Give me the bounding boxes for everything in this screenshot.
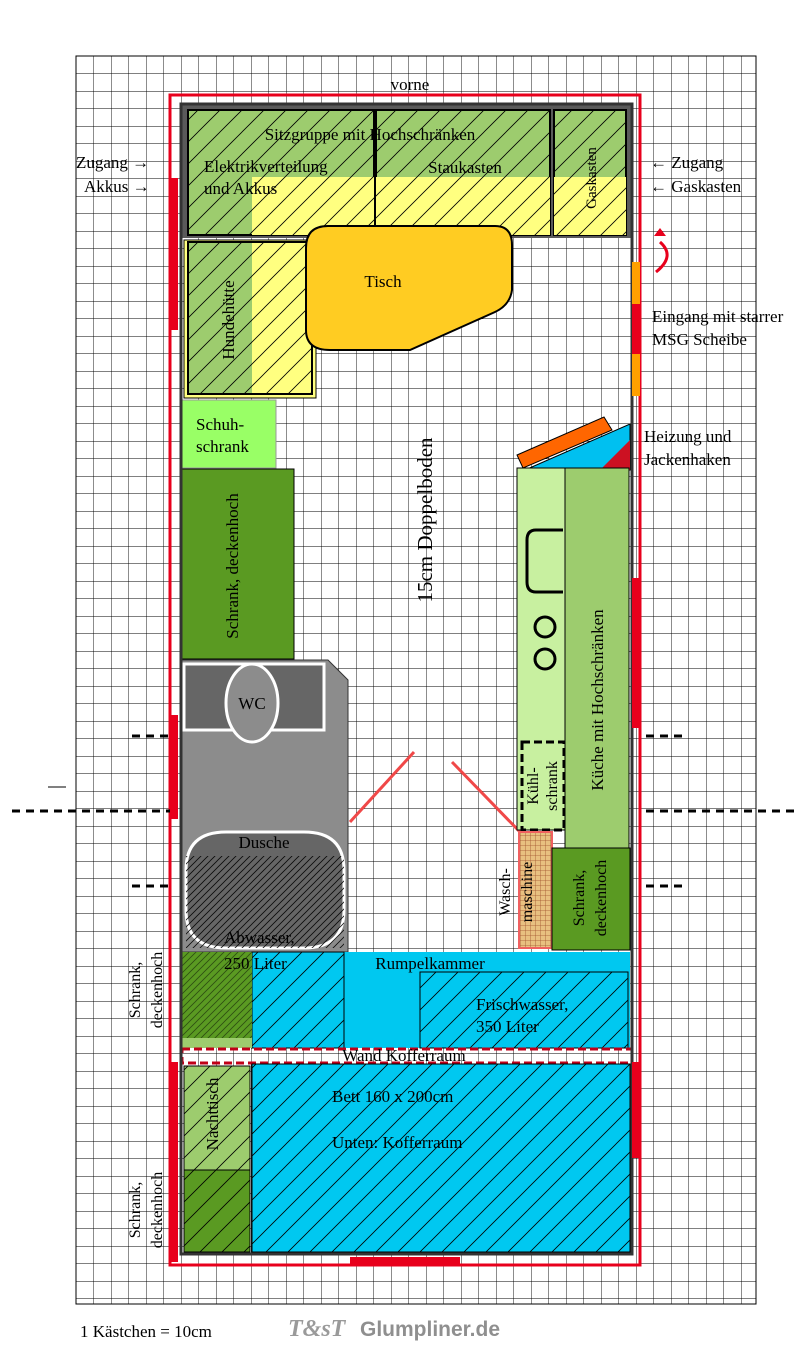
elektrik-hatch (188, 110, 374, 235)
label-abwasser-2: 250 Liter (224, 954, 287, 973)
window-left-1 (170, 178, 178, 330)
label-bett: Bett 160 x 200cm (332, 1087, 453, 1106)
label-schrank-ext-1-b: deckenhoch (149, 952, 166, 1028)
abwasser-tank (251, 951, 345, 1049)
label-zugang-akkus-1: Zugang → (76, 153, 149, 172)
tisch-shape (305, 225, 513, 351)
label-schrank-left: Schrank, deckenhoch (223, 493, 242, 639)
entry-door-3 (632, 354, 640, 396)
label-schrank-ext-2-a: Schrank, (127, 1182, 144, 1238)
label-frischwasser-1: Frischwasser, (476, 995, 568, 1014)
label-tisch: Tisch (364, 272, 402, 291)
label-heizung-1: Heizung und (644, 427, 732, 446)
label-frischwasser-2: 350 Liter (476, 1017, 539, 1036)
label-kuehl-1: Kühl- (525, 767, 542, 804)
label-elektrik-1: Elektrikverteilung (204, 157, 328, 176)
sink-icon (525, 528, 563, 594)
label-vorne: vorne (391, 75, 430, 94)
frischwasser-tank (419, 971, 629, 1049)
schrank-ext-2-hatch (184, 1170, 250, 1252)
label-eingang-1: Eingang mit starrer (652, 307, 784, 326)
staukasten-hatch (376, 110, 550, 235)
door-swing-arrow (655, 240, 669, 274)
entry-door-1 (632, 262, 640, 304)
label-heizung-2: Jackenhaken (644, 450, 731, 469)
waschmaschine-block (518, 831, 553, 949)
schrank-left-block (181, 468, 295, 660)
label-zugang-gas-1: ← Zugang (650, 153, 724, 172)
label-eingang-2: MSG Scheibe (652, 330, 747, 349)
label-staukasten: Staukasten (428, 158, 502, 177)
schuhschrank-block (181, 399, 277, 469)
label-doppelboden: 15cm Doppelboden (413, 437, 437, 603)
heater-orange (516, 416, 613, 469)
label-kueche: Küche mit Hochschränken (588, 609, 607, 791)
label-nachttisch: Nachttisch (203, 1077, 222, 1150)
label-wc: WC (238, 694, 265, 713)
label-schrank-right-2: deckenhoch (593, 860, 610, 936)
wc-bowl (224, 662, 280, 744)
window-left-2 (170, 715, 178, 819)
label-rumpelkammer: Rumpelkammer (375, 954, 485, 973)
label-kuehl-2: schrank (544, 761, 561, 811)
label-zugang-akkus-2: Akkus → (84, 177, 150, 196)
scale-note: 1 Kästchen = 10cm (80, 1322, 212, 1341)
label-schuh-2: schrank (196, 437, 249, 456)
label-abwasser-1: Abwasser, (224, 928, 295, 947)
label-unten: Unten: Kofferraum (332, 1133, 462, 1152)
label-zugang-gas-2: ← Gaskasten (650, 177, 742, 196)
schrank-ext-1-hatch (182, 952, 252, 1038)
bett-hatch (252, 1064, 630, 1252)
label-wand-kofferraum: Wand Kofferraum (342, 1046, 465, 1065)
nachttisch-hatch (184, 1066, 250, 1170)
label-schrank-ext-2-b: deckenhoch (149, 1172, 166, 1248)
stove-burner-2 (533, 647, 557, 671)
strip-green (182, 1038, 252, 1048)
schrank-right-block (551, 847, 631, 951)
entry-door-2 (632, 304, 640, 354)
label-wasch-2: maschine (519, 862, 536, 922)
label-wasch-1: Wasch- (497, 868, 514, 916)
door-swing-arrowhead (654, 228, 666, 236)
label-sitzgruppe: Sitzgruppe mit Hochschränken (265, 125, 476, 144)
label-elektrik-2: und Akkus (204, 179, 277, 198)
abwasser-hatch (186, 856, 344, 948)
window-right-1 (632, 578, 640, 728)
kuehlschrank-dashed (520, 740, 566, 832)
door-line-left (348, 750, 416, 824)
label-hundehuette: Hundehütte (219, 280, 238, 359)
logo-mark: T&sT (288, 1316, 346, 1342)
door-line-right (450, 760, 522, 834)
label-gaskasten: Gaskasten (584, 147, 600, 209)
stove-burner-1 (533, 615, 557, 639)
label-dusche: Dusche (239, 833, 290, 852)
heater-red (602, 440, 630, 470)
window-left-3 (170, 1062, 178, 1262)
hundehuette-hatch (187, 241, 313, 395)
rear-door (350, 1257, 460, 1265)
window-right-2 (632, 1062, 640, 1158)
label-schrank-ext-1-a: Schrank, (127, 962, 144, 1018)
gaskasten-hatch (554, 110, 626, 235)
site-name: Glumpliner.de (360, 1318, 501, 1341)
label-schrank-right-1: Schrank, (571, 870, 588, 926)
kueche-tall (564, 467, 630, 849)
label-schuh-1: Schuh- (196, 415, 245, 434)
